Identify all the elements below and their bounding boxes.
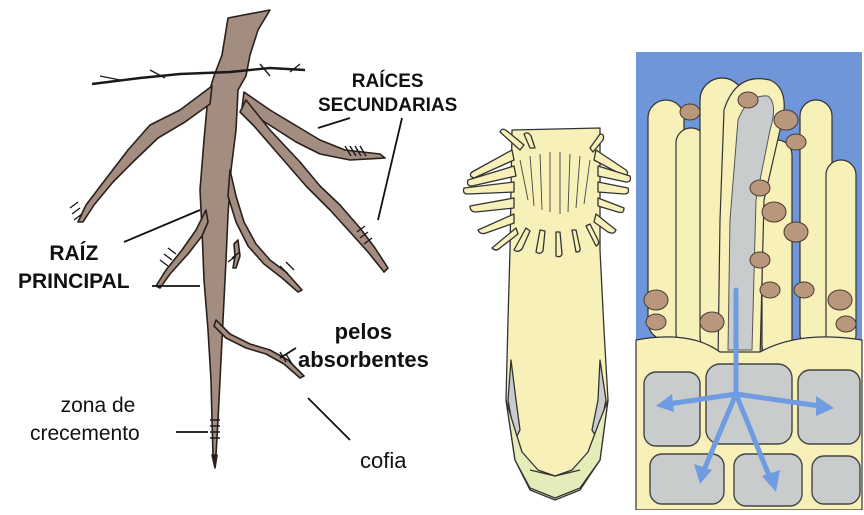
label-growth-zone-line2: crecemento xyxy=(30,420,166,448)
secondary-root-lower-right xyxy=(214,320,304,378)
label-main-root-line2: PRINCIPAL xyxy=(18,268,130,296)
cell-detail xyxy=(636,52,862,510)
label-main-root-line1: RAÍZ xyxy=(18,240,130,268)
leader-secondary-roots-2 xyxy=(378,118,402,220)
cortex-cell-6 xyxy=(812,456,860,504)
label-root-cap: cofia xyxy=(360,450,406,472)
cortex-cell-4 xyxy=(650,454,724,504)
label-growth-zone-line1: zona de xyxy=(30,392,166,420)
label-secondary-roots-line1: RAÍCES xyxy=(318,70,457,94)
secondary-root-upper-left xyxy=(78,86,212,222)
secondary-root-inner-right xyxy=(228,170,302,292)
label-root-hairs: pelos absorbentes xyxy=(298,318,429,374)
root-tip-drawing xyxy=(464,128,631,500)
leader-root-cap xyxy=(308,398,350,440)
secondary-root-right xyxy=(240,100,388,272)
label-growth-zone: zona de crecemento xyxy=(30,392,166,448)
label-main-root: RAÍZ PRINCIPAL xyxy=(18,240,130,296)
leader-main-root xyxy=(124,210,200,242)
label-root-hairs-line1: pelos xyxy=(298,318,429,346)
main-root-tip xyxy=(212,455,217,468)
main-root xyxy=(200,10,270,455)
leader-secondary-roots xyxy=(318,118,350,128)
secondary-root-mid-left xyxy=(156,210,208,288)
label-secondary-roots: RAÍCES SECUNDARIAS xyxy=(318,70,457,118)
label-secondary-roots-line2: SECUNDARIAS xyxy=(318,94,457,118)
label-root-hairs-line2: absorbentes xyxy=(298,346,429,374)
